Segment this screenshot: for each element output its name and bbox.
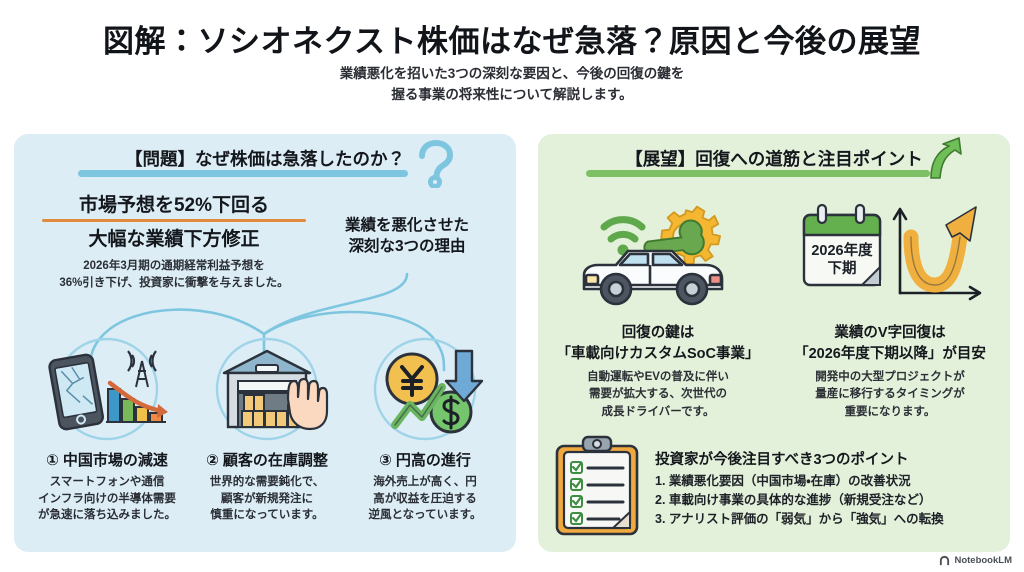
- outlook-column-2-body-line-2: 量産に移行するタイミングが: [815, 388, 965, 401]
- reason-card-2-body-line-2: 顧客が新規発注に: [221, 492, 313, 505]
- outlook-column-list: 回復の鍵は 「車載向けカスタムSoC事業」 自動運転やEVの普及に伴い 需要が拡…: [538, 190, 1010, 420]
- reason-card-1-body-line-2: インフラ向けの半導体需要: [38, 492, 176, 505]
- page-title: 図解：ソシオネクスト株価はなぜ急落？原因と今後の展望: [102, 24, 922, 59]
- reason-card-3-body-line-3: 逆風となっています。: [368, 509, 482, 522]
- calendar-v-shaped-recovery-chart-icon: 2026年度 下期: [802, 203, 982, 301]
- reason-card-3-title: ③ 円高の進行: [379, 452, 471, 469]
- reason-card-1: ① 中国市場の減速 スマートフォンや通信 インフラ向けの半導体需要 が急速に落ち…: [26, 335, 188, 524]
- up-arrow-icon: [930, 137, 962, 179]
- reason-card-1-body-line-3: が急速に落ち込みました。: [38, 509, 176, 522]
- notebooklm-logo-icon: [940, 555, 950, 566]
- problem-panel-heading: 【問題】なぜ株価は急落したのか？: [125, 149, 405, 169]
- checklist-text-block: 投資家が今後注目すべき3つのポイント 1. 業績悪化要因（中国市場・在庫）の改善…: [655, 448, 999, 529]
- outlook-column-1: 回復の鍵は 「車載向けカスタムSoC事業」 自動運転やEVの普及に伴い 需要が拡…: [544, 190, 772, 421]
- page-subtitle-line-1: 業績悪化を招いた3つの深刻な要因と、今後の回復の鍵を: [339, 66, 685, 81]
- warehouse-boxes-stop-hand-icon: [215, 337, 329, 441]
- kpi-line-2: 大幅な業績下方修正: [88, 229, 260, 250]
- calendar-year-label: 2026年度: [811, 241, 873, 259]
- outlook-heading-underline: [586, 170, 930, 177]
- outlook-column-2-title-line-1: 業績のV字回復は: [834, 325, 946, 341]
- reason-card-1-body-line-1: スマートフォンや通信: [49, 476, 165, 488]
- reason-card-2-title: ② 顧客の在庫調整: [206, 452, 328, 469]
- kpi-note: 2026年3月期の通期経常利益予想を 36%引き下げ、投資家に衝撃を与えました。: [34, 258, 314, 293]
- checklist-item-3: 3. アナリスト評価の「弱気」から「強気」への転換: [655, 511, 944, 526]
- reason-card-3-icon-wrap: [344, 335, 506, 447]
- cracked-smartphone-declining-bar-chart-icon: [48, 337, 168, 441]
- outlook-column-2-title-line-2: 「2026年度下期以降」が目安: [794, 346, 986, 362]
- clipboard-checklist-icon-wrap: [549, 434, 645, 543]
- reasons-heading: 業績を悪化させた 深刻な3つの理由: [312, 216, 502, 258]
- reason-card-2-body: 世界的な需要鈍化で、 顧客が新規発注に 慎重になっています。: [186, 474, 348, 524]
- reasons-heading-line-2: 深刻な3つの理由: [348, 237, 466, 255]
- reason-card-1-body: スマートフォンや通信 インフラ向けの半導体需要 が急速に落ち込みました。: [26, 474, 188, 524]
- outlook-column-1-body-line-1: 自動運転やEVの普及に伴い: [587, 371, 729, 383]
- page-subtitle-line-2: 握る事業の将来性について解説します。: [391, 86, 633, 102]
- reason-card-2: ② 顧客の在庫調整 世界的な需要鈍化で、 顧客が新規発注に 慎重になっています。: [186, 335, 348, 524]
- calendar-half-label: 下期: [828, 259, 857, 277]
- page-subtitle: 業績悪化を招いた3つの深刻な要因と、今後の回復の鍵を 握る事業の将来性について解…: [0, 64, 1024, 106]
- kpi-underline: [42, 219, 306, 222]
- reason-card-3-body-line-2: 高が収益を圧迫する: [373, 492, 477, 505]
- reason-card-2-body-line-3: 慎重になっています。: [210, 509, 324, 522]
- outlook-panel-heading: 【展望】回復への道筋と注目ポイント: [625, 149, 923, 169]
- reason-card-3-body-line-1: 海外売上が高く、円: [373, 476, 477, 488]
- reasons-heading-line-1: 業績を悪化させた: [344, 217, 469, 234]
- connected-car-wifi-gear-wrench-icon: [582, 205, 724, 306]
- kpi-block: 市場予想を52%下回る 大幅な業績下方修正 2026年3月期の通期経常利益予想を…: [34, 190, 314, 293]
- reason-card-list: ① 中国市場の減速 スマートフォンや通信 インフラ向けの半導体需要 が急速に落ち…: [14, 335, 516, 550]
- outlook-column-2-body-line-3: 重要になります。: [844, 405, 936, 418]
- reason-card-3: ③ 円高の進行 海外売上が高く、円 高が収益を圧迫する 逆風となっています。: [344, 335, 506, 524]
- checklist-item-2: 2. 車載向け事業の具体的な進捗（新規受注など）: [655, 492, 932, 507]
- outlook-column-1-icon-wrap: [544, 190, 772, 315]
- outlook-column-1-title-line-1: 回復の鍵は: [621, 325, 695, 341]
- reason-card-3-body: 海外売上が高く、円 高が収益を圧迫する 逆風となっています。: [344, 474, 506, 524]
- checklist-item-1: 1. 業績悪化要因（中国市場・在庫）の改善状況: [655, 473, 911, 488]
- outlook-column-2-body: 開発中の大型プロジェクトが 量産に移行するタイミングが 重要になります。: [776, 369, 1004, 421]
- watermark-label: NotebookLM: [954, 555, 1012, 566]
- kpi-line-1: 市場予想を52%下回る: [78, 195, 270, 216]
- investor-checklist: 投資家が今後注目すべき3つのポイント 1. 業績悪化要因（中国市場・在庫）の改善…: [549, 432, 999, 544]
- outlook-column-1-title-line-2: 「車載向けカスタムSoC事業」: [556, 346, 760, 362]
- kpi-note-line-1: 2026年3月期の通期経常利益予想を: [83, 260, 265, 272]
- clipboard-checklist-icon: [555, 435, 639, 535]
- outlook-column-2-body-line-1: 開発中の大型プロジェクトが: [815, 371, 965, 383]
- question-mark-icon: [419, 140, 454, 188]
- yen-dollar-coin-down-arrow-icon: [373, 337, 484, 441]
- kpi-note-line-2: 36%引き下げ、投資家に衝撃を与えました。: [59, 277, 289, 290]
- checklist-title: 投資家が今後注目すべき3つのポイント: [655, 451, 909, 468]
- reason-card-1-title: ① 中国市場の減速: [46, 452, 168, 469]
- watermark: NotebookLM: [939, 555, 1012, 566]
- reason-card-2-icon-wrap: [186, 335, 348, 447]
- outlook-column-1-body-line-2: 需要が拡大する、次世代の: [589, 388, 727, 401]
- outlook-column-2: 2026年度 下期 業績のV字回復は 「2026年度下期以降」が目安: [776, 190, 1004, 421]
- outlook-column-1-body: 自動運転やEVの普及に伴い 需要が拡大する、次世代の 成長ドライバーです。: [544, 369, 772, 421]
- outlook-column-2-icon-wrap: 2026年度 下期: [776, 190, 1004, 315]
- problem-heading-underline: [78, 170, 408, 177]
- outlook-column-1-body-line-3: 成長ドライバーです。: [601, 405, 715, 418]
- reason-card-2-body-line-1: 世界的な需要鈍化で、: [209, 476, 325, 488]
- reason-card-1-icon-wrap: [26, 335, 188, 447]
